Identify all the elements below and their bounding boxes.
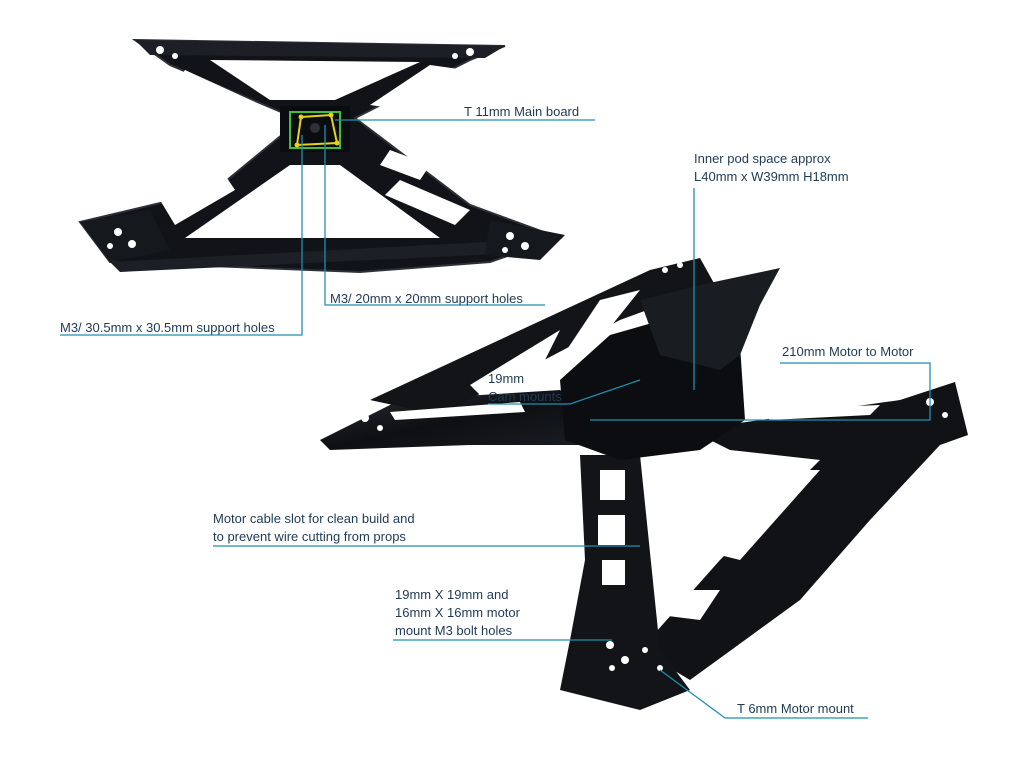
label-cable-slot: Motor cable slot for clean build and to … — [213, 510, 415, 546]
label-support-30: M3/ 30.5mm x 30.5mm support holes — [60, 319, 275, 337]
leader-support-30 — [60, 135, 303, 336]
leader-motor-mount — [659, 669, 868, 719]
label-motor-mount-text: T 6mm Motor mount — [737, 701, 854, 716]
label-cable-slot-line1: Motor cable slot for clean build and — [213, 511, 415, 526]
leader-lines — [60, 119, 931, 719]
label-pod-space: Inner pod space approx L40mm x W39mm H18… — [694, 150, 849, 186]
label-motor-to-motor-text: 210mm Motor to Motor — [782, 344, 914, 359]
label-pod-space-line2: L40mm x W39mm H18mm — [694, 169, 849, 184]
leader-cam-mounts — [488, 379, 641, 405]
label-motor-to-motor: 210mm Motor to Motor — [782, 343, 914, 361]
leader-support-20 — [324, 125, 545, 306]
label-bolt-holes-line3: mount M3 bolt holes — [395, 623, 513, 638]
label-cam-mounts: 19mm Cam mounts — [488, 370, 562, 406]
bottom-frame — [320, 258, 968, 710]
label-cam-mounts-line2: Cam mounts — [488, 389, 562, 404]
label-main-board-text: T 11mm Main board — [464, 104, 580, 119]
label-motor-mount: T 6mm Motor mount — [737, 700, 854, 718]
label-support-20-text: M3/ 20mm x 20mm support holes — [330, 291, 523, 306]
label-support-30-text: M3/ 30.5mm x 30.5mm support holes — [60, 320, 275, 335]
top-frame — [78, 38, 565, 274]
leader-motor-to-motor — [590, 362, 931, 421]
mount-square-30-5 — [289, 111, 341, 149]
label-bolt-holes: 19mm X 19mm and 16mm X 16mm motor mount … — [395, 586, 520, 640]
label-cam-mounts-line1: 19mm — [488, 371, 525, 386]
label-pod-space-line1: Inner pod space approx — [694, 151, 831, 166]
label-bolt-holes-line1: 19mm X 19mm and — [395, 587, 509, 602]
label-main-board: T 11mm Main board — [464, 103, 579, 121]
label-cable-slot-line2: to prevent wire cutting from props — [213, 529, 406, 544]
label-support-20: M3/ 20mm x 20mm support holes — [330, 290, 523, 308]
label-bolt-holes-line2: 16mm X 16mm motor — [395, 605, 520, 620]
